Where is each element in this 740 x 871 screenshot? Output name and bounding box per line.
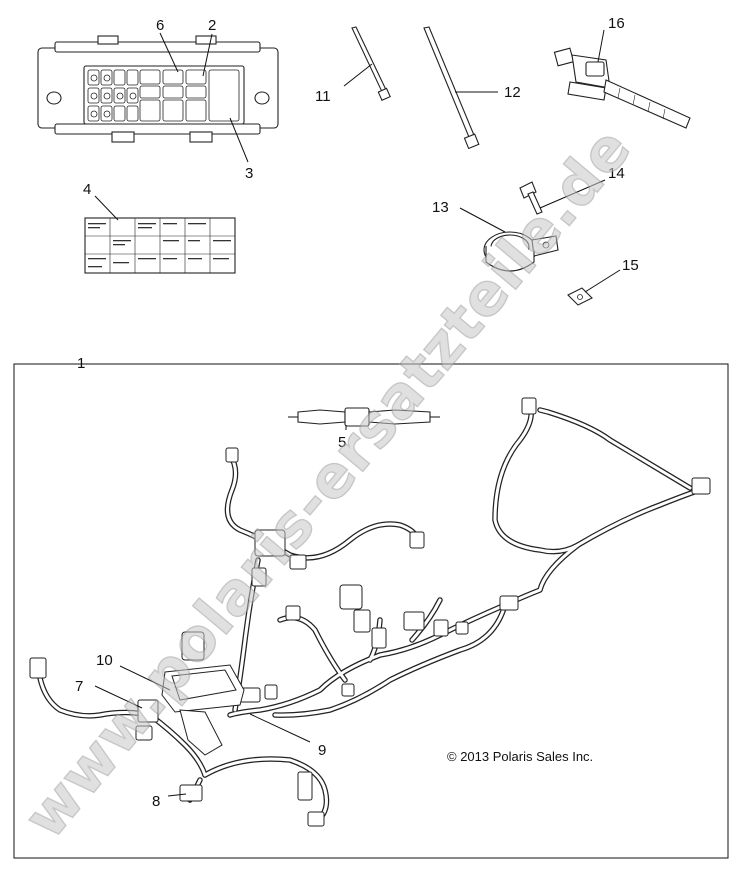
callout-5: 5: [338, 434, 346, 451]
callout-3: 3: [245, 165, 253, 182]
fuse-label-chart: [84, 217, 236, 274]
callout-7: 7: [75, 678, 83, 695]
speed-nut: [567, 287, 593, 306]
callout-2: 2: [208, 17, 216, 34]
cable-tie-long: [423, 26, 480, 150]
callout-9: 9: [318, 742, 326, 759]
callout-14: 14: [608, 165, 625, 182]
inline-fuse-holder: [288, 407, 440, 427]
leader-lines: [94, 29, 621, 797]
callout-12: 12: [504, 84, 521, 101]
callout-11: 11: [315, 88, 331, 105]
wiring-harness: [29, 397, 711, 827]
callout-10: 10: [96, 652, 113, 669]
copyright-text: © 2013 Polaris Sales Inc.: [447, 749, 593, 764]
hose-clamp: [483, 231, 559, 272]
callout-16: 16: [608, 15, 625, 32]
callout-6: 6: [156, 17, 164, 34]
harness-frame: [13, 363, 729, 859]
callout-8: 8: [152, 793, 160, 810]
callout-4: 4: [83, 181, 91, 198]
callout-15: 15: [622, 257, 639, 274]
fuse-box-drawing: [37, 35, 279, 143]
callout-1: 1: [77, 355, 85, 372]
callout-numbers: 1 2 3 4 5 6 7 8 9 10 11 12 13 14 15 16: [75, 15, 639, 810]
edge-clip-tie: [553, 47, 691, 129]
cable-tie-short: [351, 26, 391, 102]
callout-13: 13: [432, 199, 449, 216]
bolt: [519, 181, 543, 215]
